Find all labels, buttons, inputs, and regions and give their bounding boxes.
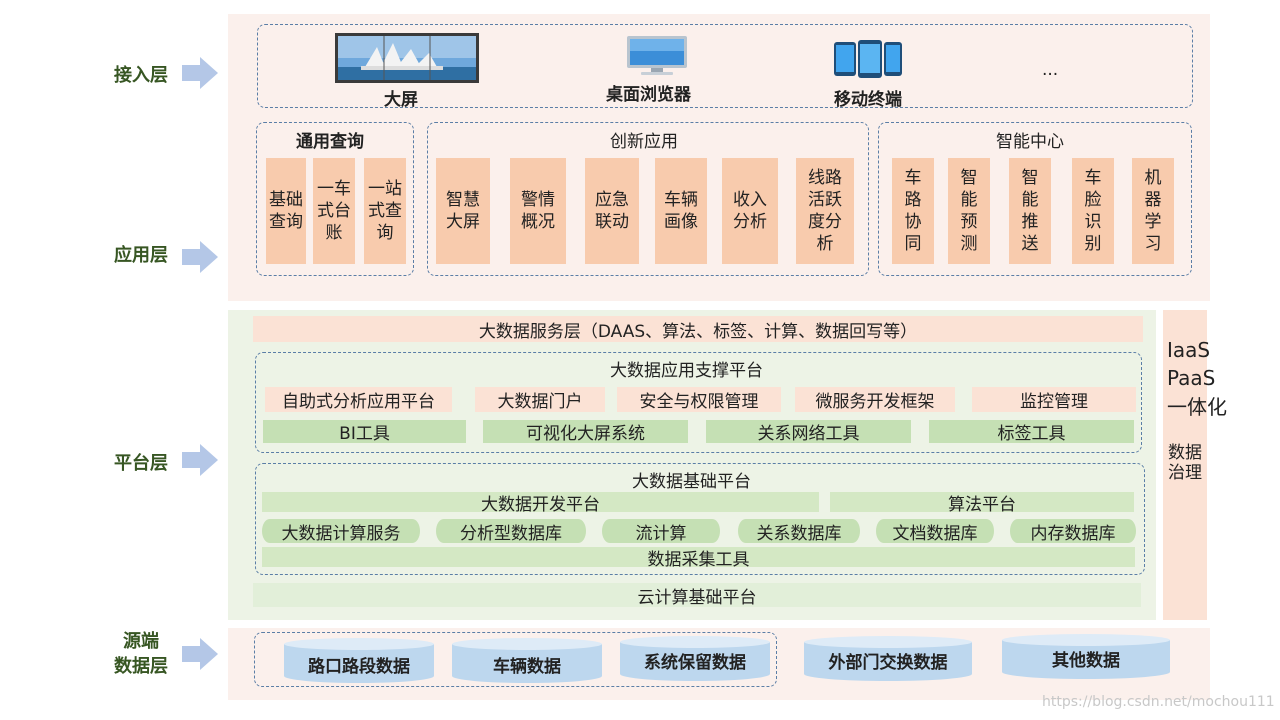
device-label-mobile: 移动终端 (834, 90, 902, 110)
service-stream-compute: 流计算 (602, 519, 720, 544)
support-monitoring: 监控管理 (972, 387, 1136, 412)
group-innovation-title: 创新应用 (610, 132, 678, 152)
support-microservice-framework: 微服务开发框架 (795, 387, 955, 412)
app-alert-overview: 警情 概况 (510, 158, 566, 264)
mobile-devices-icon (834, 40, 902, 78)
support-tag-tool: 标签工具 (929, 420, 1134, 444)
side-paas: PaaS (1167, 366, 1216, 390)
foundation-platform-title: 大数据基础平台 (632, 472, 751, 492)
app-basic-query: 基础 查询 (266, 158, 306, 264)
support-relation-network: 关系网络工具 (706, 420, 911, 444)
layer-label-source-2: 数据层 (114, 656, 168, 677)
app-face-recognition: 车 脸 识 别 (1072, 158, 1114, 264)
foundation-platform-box (255, 463, 1145, 575)
support-bi-tool: BI工具 (263, 420, 466, 444)
source-intersection-data: 路口路段数据 (284, 638, 434, 684)
layer-label-platform: 平台层 (114, 453, 168, 474)
side-iaas: IaaS (1167, 338, 1211, 362)
group-general-query (256, 122, 414, 276)
side-integration: 一体化 (1167, 395, 1227, 419)
service-analytic-db: 分析型数据库 (436, 519, 586, 544)
access-ellipsis: ... (1042, 60, 1059, 80)
service-relational-db: 关系数据库 (738, 519, 860, 544)
group-innovation (427, 122, 869, 276)
app-vehicle-road: 车 路 协 同 (892, 158, 934, 264)
database-cylinder-icon (620, 636, 770, 681)
group-general-query-title: 通用查询 (296, 132, 364, 152)
service-layer-bar: 大数据服务层（DAAS、算法、标签、计算、数据回写等） (253, 316, 1143, 342)
support-security-permission: 安全与权限管理 (617, 387, 781, 412)
source-group-box (254, 632, 777, 687)
source-label: 系统保留数据 (644, 653, 746, 673)
access-devices-box (257, 24, 1193, 108)
side-governance-2: 治理 (1168, 463, 1202, 483)
service-document-db: 文档数据库 (876, 519, 994, 544)
app-vehicle-ledger: 一车 式台 账 (313, 158, 355, 264)
group-smart-center-title: 智能中心 (996, 132, 1064, 152)
source-label: 路口路段数据 (308, 657, 410, 677)
database-cylinder-icon (452, 638, 602, 683)
source-label: 外部门交换数据 (828, 653, 948, 673)
support-self-service-analysis: 自助式分析应用平台 (265, 387, 452, 412)
app-smart-predict: 智 能 预 测 (948, 158, 990, 264)
app-support-platform-box (255, 352, 1142, 453)
app-machine-learning: 机 器 学 习 (1132, 158, 1174, 264)
watermark: https://blog.csdn.net/mochou111 (1042, 694, 1275, 710)
group-smart-center (878, 122, 1192, 276)
monitor-icon (627, 36, 687, 75)
database-cylinder-icon (804, 636, 972, 681)
layer-label-application: 应用层 (114, 245, 168, 266)
foundation-dev-platform: 大数据开发平台 (262, 492, 819, 515)
app-smart-push: 智 能 推 送 (1009, 158, 1051, 264)
app-vehicle-profile: 车辆 画像 (655, 158, 707, 264)
foundation-algo-platform: 算法平台 (830, 492, 1134, 515)
source-other-data: 其他数据 (1002, 634, 1170, 680)
layer-label-access: 接入层 (114, 65, 168, 86)
service-compute: 大数据计算服务 (262, 519, 420, 544)
service-memory-db: 内存数据库 (1010, 519, 1136, 544)
app-route-activity: 线路 活跃 度分 析 (796, 158, 854, 264)
side-governance-1: 数据 (1168, 443, 1202, 463)
app-one-stop-query: 一站 式查 询 (364, 158, 406, 264)
source-label: 其他数据 (1052, 651, 1120, 671)
source-system-reserved: 系统保留数据 (620, 636, 770, 682)
big-screen-icon (335, 33, 479, 83)
app-income-analysis: 收入 分析 (722, 158, 778, 264)
database-cylinder-icon (284, 638, 434, 683)
arrow-platform-icon (182, 444, 218, 476)
platform-band (228, 310, 1156, 620)
arrow-source-icon (182, 638, 218, 670)
device-label-big-screen: 大屏 (384, 90, 418, 110)
layer-label-source-1: 源端 (123, 631, 159, 652)
source-external-exchange: 外部门交换数据 (804, 636, 972, 682)
app-emergency-link: 应急 联动 (585, 158, 639, 264)
cloud-platform-bar: 云计算基础平台 (253, 583, 1141, 608)
app-smart-screen: 智慧 大屏 (436, 158, 490, 264)
database-cylinder-icon (1002, 634, 1170, 679)
support-visual-screen: 可视化大屏系统 (483, 420, 688, 444)
app-support-platform-title: 大数据应用支撑平台 (610, 361, 763, 381)
source-vehicle-data: 车辆数据 (452, 638, 602, 684)
side-panel (1163, 310, 1207, 620)
arrow-application-icon (182, 241, 218, 273)
foundation-collection-tool: 数据采集工具 (262, 547, 1135, 570)
source-label: 车辆数据 (493, 657, 561, 677)
support-big-data-portal: 大数据门户 (475, 387, 605, 412)
arrow-access-icon (182, 57, 218, 89)
device-label-desktop: 桌面浏览器 (606, 85, 691, 105)
